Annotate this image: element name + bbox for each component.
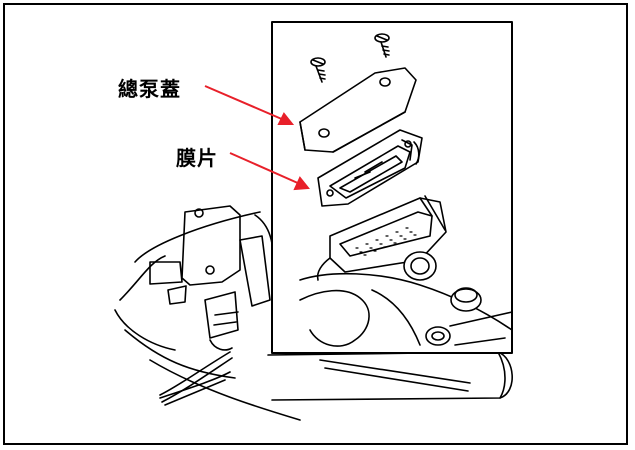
diaphragm-part: [317, 129, 423, 207]
arrow-icon: [204, 85, 310, 191]
master-cylinder-cover-part: [299, 67, 417, 153]
handlebar-assembly: [114, 205, 301, 421]
screw-icon: [374, 33, 390, 58]
diaphragm-label: 膜片: [176, 146, 218, 170]
master-cylinder-cover-label: 總泵蓋: [118, 77, 181, 101]
master-cylinder-body-part: [299, 195, 513, 347]
screw-icon: [310, 57, 326, 83]
figure-frame: [3, 3, 628, 445]
hand-grip: [267, 351, 513, 401]
